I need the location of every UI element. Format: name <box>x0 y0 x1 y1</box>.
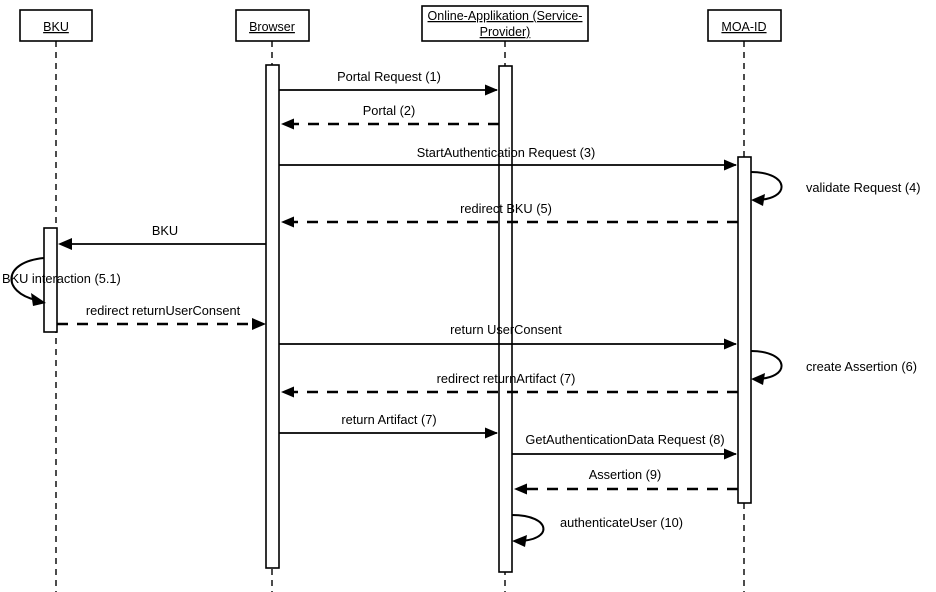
message-label-validate-request: validate Request (4) <box>806 180 921 195</box>
message-label-return-userconsent: return UserConsent <box>450 322 562 337</box>
message-return-userconsent[interactable]: return UserConsent <box>279 322 737 350</box>
message-startauthentication-request[interactable]: StartAuthentication Request (3) <box>279 145 737 171</box>
activation-bar-online-applikation <box>498 65 513 573</box>
message-label-portal-request: Portal Request (1) <box>337 69 441 84</box>
message-arrowhead-authenticateuser <box>512 535 527 547</box>
activation-bar-browser <box>265 64 280 569</box>
lifeline-label-online-applikation-line1: Online-Applikation (Service- <box>428 9 583 23</box>
message-label-startauthentication-request: StartAuthentication Request (3) <box>417 145 596 160</box>
message-label-create-assertion: create Assertion (6) <box>806 359 917 374</box>
message-label-bku: BKU <box>152 223 178 238</box>
lifeline-header-bku[interactable]: BKU <box>19 9 93 42</box>
message-label-getauthenticationdata-request: GetAuthenticationData Request (8) <box>525 432 724 447</box>
message-arrowhead-bku <box>58 238 72 250</box>
message-label-bku-interaction: BKU interaction (5.1) <box>2 271 121 286</box>
message-portal-request[interactable]: Portal Request (1) <box>279 69 498 96</box>
message-redirect-bku[interactable]: redirect BKU (5) <box>281 201 738 228</box>
lifeline-header-online-applikation[interactable]: Online-Applikation (Service- Provider) <box>421 5 589 42</box>
lifeline-label-moa-id: MOA-ID <box>721 20 766 34</box>
message-label-portal: Portal (2) <box>363 103 416 118</box>
message-portal[interactable]: Portal (2) <box>281 103 499 130</box>
lifeline-header-moa-id[interactable]: MOA-ID <box>707 9 782 42</box>
message-label-authenticateuser: authenticateUser (10) <box>560 515 683 530</box>
message-assertion[interactable]: Assertion (9) <box>514 467 738 495</box>
message-label-redirect-returnuserconsent: redirect returnUserConsent <box>86 303 241 318</box>
activation-bar-bku <box>43 227 58 333</box>
message-validate-request[interactable]: validate Request (4) <box>750 171 921 206</box>
message-selfloop-bku-interaction <box>10 257 45 301</box>
message-arrowhead-redirect-bku <box>281 216 294 228</box>
message-getauthenticationdata-request[interactable]: GetAuthenticationData Request (8) <box>512 432 737 460</box>
message-authenticateuser[interactable]: authenticateUser (10) <box>511 514 683 547</box>
message-arrowhead-validate-request <box>751 194 765 206</box>
lifeline-box-bku <box>19 9 93 42</box>
message-arrowhead-redirect-returnuserconsent <box>252 318 266 330</box>
message-arrowhead-create-assertion <box>751 373 765 385</box>
message-create-assertion[interactable]: create Assertion (6) <box>750 350 917 385</box>
message-selfloop-validate-request <box>750 171 783 201</box>
message-selfloop-create-assertion <box>750 350 783 380</box>
message-label-redirect-bku: redirect BKU (5) <box>460 201 552 216</box>
message-selfloop-authenticateuser <box>511 514 545 542</box>
message-bku-interaction[interactable]: BKU interaction (5.1) <box>2 257 121 306</box>
message-redirect-returnuserconsent[interactable]: redirect returnUserConsent <box>57 303 266 330</box>
message-bku[interactable]: BKU <box>58 223 266 250</box>
lifeline-header-browser[interactable]: Browser <box>235 9 310 42</box>
message-arrowhead-bku-interaction <box>31 293 46 306</box>
message-arrowhead-portal <box>281 118 294 130</box>
message-redirect-returnartifact[interactable]: redirect returnArtifact (7) <box>281 371 738 398</box>
message-arrowhead-assertion <box>514 483 527 495</box>
lifeline-label-online-applikation-line2: Provider) <box>480 25 531 39</box>
message-label-assertion: Assertion (9) <box>589 467 662 482</box>
message-return-artifact[interactable]: return Artifact (7) <box>279 412 498 439</box>
activation-bar-moa-id <box>737 156 752 504</box>
message-arrowhead-redirect-returnartifact <box>281 386 294 398</box>
message-label-return-artifact: return Artifact (7) <box>341 412 436 427</box>
message-label-redirect-returnartifact: redirect returnArtifact (7) <box>437 371 576 386</box>
lifeline-label-bku: BKU <box>43 20 69 34</box>
lifeline-label-browser: Browser <box>249 20 295 34</box>
lifeline-box-moa-id <box>707 9 782 42</box>
